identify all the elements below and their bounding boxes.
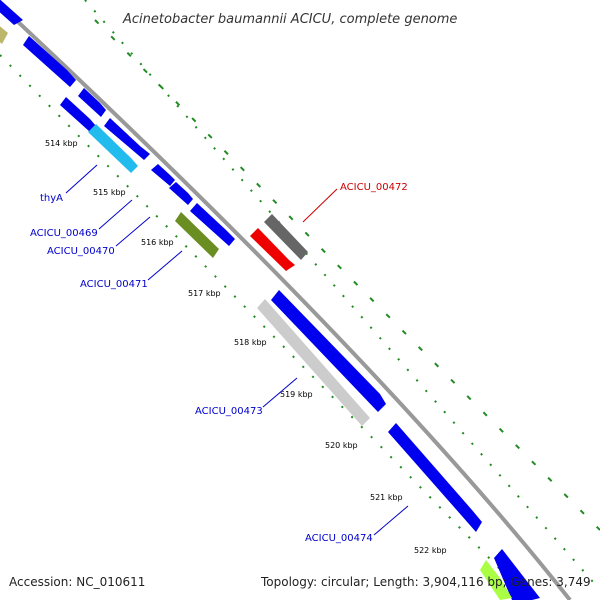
gene-arrow[interactable] [190,203,235,246]
map-title: Acinetobacter baumannii ACICU, complete … [122,12,457,27]
gene-labels: thyA ACICU_00469 ACICU_00470 ACICU_00471… [30,182,408,544]
position-ticks: 514 kbp 515 kbp 516 kbp 517 kbp 518 kbp … [45,139,447,555]
gene-arrow[interactable] [169,182,193,205]
tick-label: 521 kbp [370,493,403,502]
leader-00470 [115,216,151,247]
gene-arrow[interactable] [0,0,23,25]
tick-label: 515 kbp [93,188,126,197]
gene-label-acicu-00469[interactable]: ACICU_00469 [30,228,98,239]
gene-arrow[interactable] [271,290,386,412]
leader-00474 [373,505,409,536]
tick-label: 522 kbp [414,546,447,555]
genome-backbone [0,3,572,600]
gene-label-acicu-00472[interactable]: ACICU_00472 [340,182,408,193]
gc-dashed-tracks [94,19,600,531]
tick-label: 514 kbp [45,139,78,148]
gene-khaki[interactable] [0,22,8,44]
tick-label: 520 kbp [325,441,358,450]
gene-yellow-green[interactable] [480,560,512,600]
tick-label: 518 kbp [234,338,267,347]
accession-text: Accession: NC_010611 [9,575,145,589]
gene-arrow[interactable] [104,118,150,160]
leader-thyA [65,164,98,194]
gene-grey-light[interactable] [257,299,370,426]
gc-track-inner [0,54,531,600]
leader-00472 [302,188,338,223]
gene-thyA-arrow[interactable] [88,124,138,173]
gene-arrow[interactable] [388,423,482,532]
gene-olive[interactable] [175,212,219,258]
gc-dash-outer [94,19,600,531]
gene-arrow[interactable] [23,36,76,87]
leader-00471 [147,250,183,281]
gene-label-thyA[interactable]: thyA [40,193,63,204]
gene-label-acicu-00474[interactable]: ACICU_00474 [305,533,373,544]
leader-00473 [262,377,298,408]
gene-red[interactable] [250,228,295,271]
gene-grey-dark[interactable] [264,214,308,260]
gene-arrow[interactable] [78,88,106,117]
genes-other [0,22,512,600]
label-leaders [65,164,409,536]
gene-label-acicu-00470[interactable]: ACICU_00470 [47,246,115,257]
gene-arrow[interactable] [494,549,540,600]
tick-label: 516 kbp [141,238,174,247]
gene-label-acicu-00471[interactable]: ACICU_00471 [80,279,148,290]
tick-label: 519 kbp [280,390,313,399]
leader-00469 [98,199,133,230]
topology-text: Topology: circular; Length: 3,904,116 bp… [260,575,591,589]
gene-arrow[interactable] [151,164,175,186]
gene-arrow[interactable] [60,97,96,132]
gene-label-acicu-00473[interactable]: ACICU_00473 [195,406,263,417]
tick-label: 517 kbp [188,289,221,298]
genes-forward-strand [0,0,540,600]
